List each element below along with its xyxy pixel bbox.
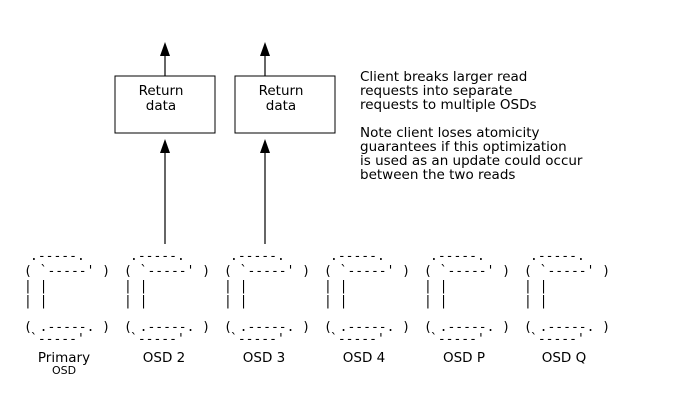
osd-node: .-----. ( `-----' )| || |( .-----. ) `--… xyxy=(124,249,210,366)
return-data-box-2: Return data xyxy=(234,75,336,134)
osd-node: .-----. ( `-----' )| || |( .-----. ) `--… xyxy=(424,249,510,366)
return-data-box-1-frame xyxy=(114,75,216,134)
osd-cylinder-art: `-----' xyxy=(30,332,85,347)
osd-label: OSD 4 xyxy=(343,350,385,366)
return-data-box-2-line2: data xyxy=(266,98,296,114)
osd-sublabel: OSD xyxy=(52,364,76,377)
osd-cylinder-art: ( .-----. ) xyxy=(24,320,110,335)
osd-cylinder-art: `-----' xyxy=(330,332,385,347)
osd-cylinder-art: | | xyxy=(124,279,147,294)
osd-node: .-----. ( `-----' )| || |( .-----. ) `--… xyxy=(324,249,410,366)
arrow-osd2-head-upper xyxy=(160,42,170,56)
return-data-box-2-frame xyxy=(234,75,336,134)
osd-cylinder-art: ( `-----' ) xyxy=(124,264,210,279)
osd-cylinder-art: ( `-----' ) xyxy=(324,264,410,279)
osd-cylinder-art: | | xyxy=(224,294,247,309)
osd-cylinder-art: ( `-----' ) xyxy=(24,264,110,279)
osd-cylinder-art: `-----' xyxy=(230,332,285,347)
osd-cylinder-art: | | xyxy=(24,294,47,309)
note-1-line-1: Client breaks larger read xyxy=(360,69,527,85)
osd-cylinder-art: | | xyxy=(324,294,347,309)
osd-cylinder-art: | | xyxy=(424,279,447,294)
osd-label: Primary xyxy=(38,350,90,366)
return-data-box-1: Return data xyxy=(114,75,216,134)
osd-cylinder-art: .-----. xyxy=(130,249,185,264)
osd-cylinder-art: | | xyxy=(524,279,547,294)
osd-label: OSD 3 xyxy=(243,350,285,366)
osd-cylinder-art: ( `-----' ) xyxy=(424,264,510,279)
osd-row: .-----. ( `-----' )| || |( .-----. ) `--… xyxy=(24,249,610,377)
return-data-box-1-line1: Return xyxy=(139,83,184,99)
osd-cylinder-art: .-----. xyxy=(530,249,585,264)
note-2-line-4: between the two reads xyxy=(360,167,515,183)
arrow-osd2-head-lower xyxy=(160,139,170,153)
osd-cylinder-art: .-----. xyxy=(30,249,85,264)
note-1-line-2: requests into separate xyxy=(360,83,512,99)
osd-label: OSD Q xyxy=(542,350,587,366)
osd-cylinder-art: .-----. xyxy=(330,249,385,264)
osd-label: OSD 2 xyxy=(143,350,185,366)
note-2-line-2: guarantees if this optimization xyxy=(360,139,567,155)
note-1-line-3: requests to multiple OSDs xyxy=(360,97,537,113)
osd-cylinder-art: ( .-----. ) xyxy=(524,320,610,335)
note-2-line-1: Note client loses atomicity xyxy=(360,125,539,141)
osd-cylinder-art: ( `-----' ) xyxy=(524,264,610,279)
osd-node: .-----. ( `-----' )| || |( .-----. ) `--… xyxy=(224,249,310,366)
osd-cylinder-art: .-----. xyxy=(230,249,285,264)
return-data-box-1-line2: data xyxy=(146,98,176,114)
osd-cylinder-art: .-----. xyxy=(430,249,485,264)
osd-cylinder-art: ( `-----' ) xyxy=(224,264,310,279)
osd-cylinder-art: `-----' xyxy=(530,332,585,347)
osd-node: .-----. ( `-----' )| || |( .-----. ) `--… xyxy=(24,249,110,377)
osd-cylinder-art: | | xyxy=(24,279,47,294)
osd-cylinder-art: ( .-----. ) xyxy=(424,320,510,335)
arrow-osd3-head-lower xyxy=(260,139,270,153)
osd-cylinder-art: | | xyxy=(124,294,147,309)
osd-cylinder-art: `-----' xyxy=(430,332,485,347)
osd-node: .-----. ( `-----' )| || |( .-----. ) `--… xyxy=(524,249,610,366)
osd-cylinder-art: | | xyxy=(424,294,447,309)
note-2-line-3: is used as an update could occur xyxy=(360,153,583,169)
notes: Client breaks larger read requests into … xyxy=(360,69,583,183)
osd-cylinder-art: | | xyxy=(324,279,347,294)
osd-cylinder-art: ( .-----. ) xyxy=(124,320,210,335)
osd-cylinder-art: | | xyxy=(224,279,247,294)
osd-cylinder-art: ( .-----. ) xyxy=(324,320,410,335)
arrow-osd3-head-upper xyxy=(260,42,270,56)
osd-label: OSD P xyxy=(443,350,485,366)
osd-cylinder-art: `-----' xyxy=(130,332,185,347)
arrows xyxy=(160,42,270,244)
osd-cylinder-art: ( .-----. ) xyxy=(224,320,310,335)
return-data-box-2-line1: Return xyxy=(259,83,304,99)
osd-cylinder-art: | | xyxy=(524,294,547,309)
